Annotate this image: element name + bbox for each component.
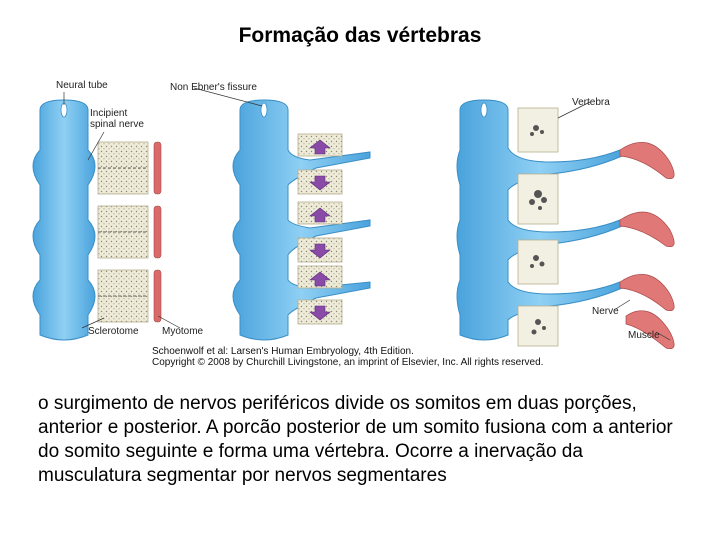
caption-text: o surgimento de nervos periféricos divid… [38, 393, 673, 486]
panel-3-vertebrae-and-muscles [456, 99, 675, 349]
panel-2-somite-resegmentation [193, 87, 371, 341]
figure-illustration [32, 87, 675, 349]
label-neural-tube: Neural tube [56, 80, 108, 91]
label-nerve: Nerve [592, 306, 619, 317]
neural-canal-3 [480, 102, 488, 118]
label-vertebra: Vertebra [572, 97, 610, 108]
panel-1-early-somites [32, 92, 181, 341]
neural-canal-2 [260, 102, 268, 118]
label-myotome: Myotome [162, 326, 204, 337]
myotome-strips-1 [153, 141, 162, 323]
sclerotome-blocks-1 [97, 141, 149, 323]
neural-tube-2 [232, 99, 371, 341]
credit-line-2: Copyright © 2008 by Churchill Livingston… [152, 357, 544, 368]
figure-credit: Schoenwolf et al: Larsen's Human Embryol… [152, 346, 543, 368]
segmental-muscles [619, 142, 675, 349]
slide-title: Formação das vértebras [238, 24, 482, 47]
vertebra-formation-figure: Neural tube Incipient spinal nerve Non E… [30, 70, 690, 375]
neural-canal-1 [60, 102, 68, 118]
neural-tube-1 [32, 99, 96, 341]
label-sclerotome: Sclerotome [88, 326, 139, 337]
credit-line-1: Schoenwolf et al: Larsen's Human Embryol… [152, 346, 414, 357]
vertebra-blocks [517, 107, 559, 347]
label-muscle: Muscle [628, 330, 660, 341]
label-incipient-spinal-nerve: Incipient spinal nerve [90, 108, 144, 130]
resegmentation-arrows [309, 139, 331, 321]
label-von-ebner-fissure: Non Ebner's fissure [170, 82, 257, 93]
